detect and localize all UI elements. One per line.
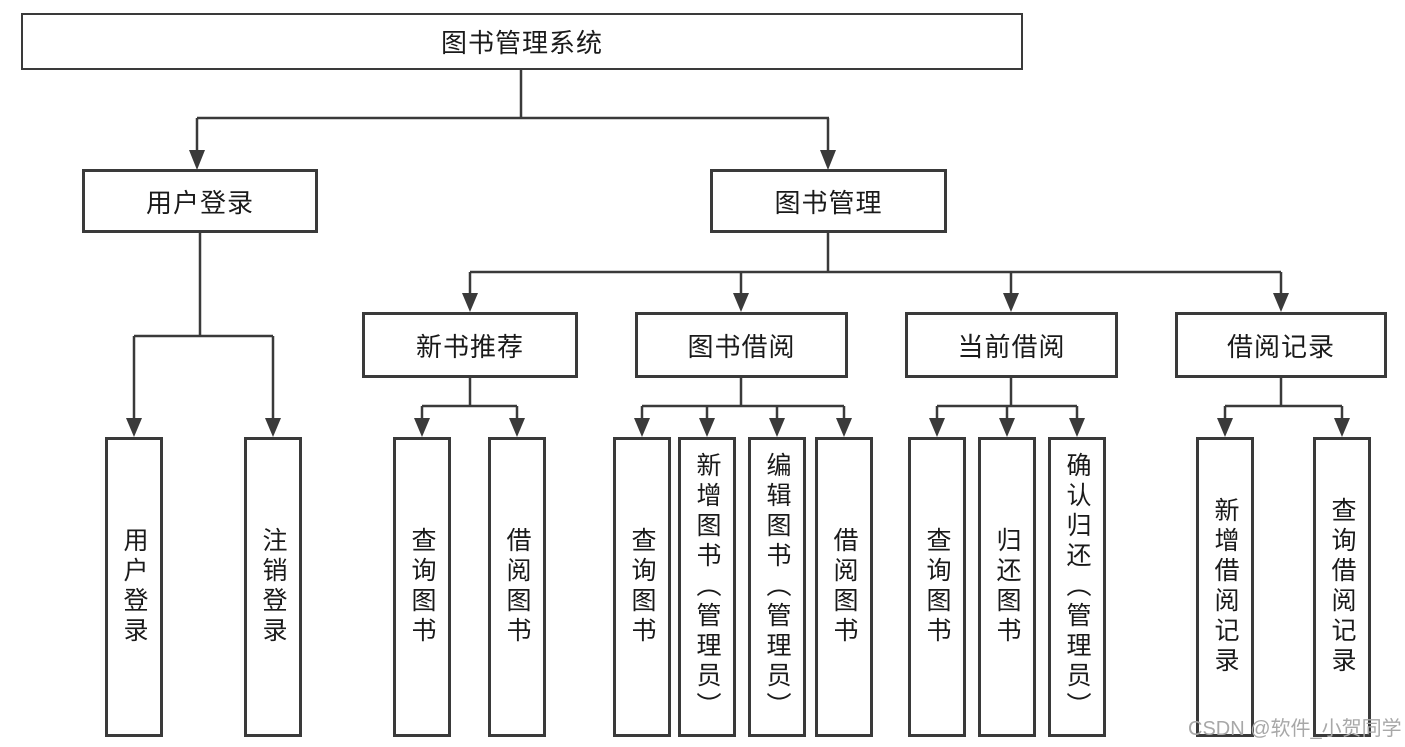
arrow-down-icon [414,418,430,437]
leaf-query-borrow-record: 查询借阅记录 [1313,437,1371,737]
arrow-down-icon [1003,293,1019,312]
leaf-borrow-books: 借阅图书 [815,437,873,737]
arrow-down-icon [929,418,945,437]
arrow-down-icon [836,418,852,437]
csdn-watermark: CSDN @软件_小贺同学 [1188,718,1402,740]
connector-current-borrow [929,378,1085,437]
leaf-label: 注销登录 [259,527,287,647]
leaf-edit-book-admin: 编辑图书（管理员） [748,437,806,737]
leaf-add-book-admin: 新增图书（管理员） [678,437,736,737]
connector-path [935,378,1079,420]
node-book-borrow: 图书借阅 [635,312,848,378]
connector-path [1223,378,1344,420]
node-book-management: 图书管理 [710,169,947,233]
node-user-login: 用户登录 [82,169,318,233]
node-library-system: 图书管理系统 [21,13,1023,70]
arrow-down-icon [820,150,836,170]
connector-user-login [126,233,281,437]
node-borrow-record: 借阅记录 [1175,312,1387,378]
arrow-down-icon [509,418,525,437]
leaf-return-books: 归还图书 [978,437,1036,737]
arrow-down-icon [769,418,785,437]
leaf-user-login: 用户登录 [105,437,163,737]
connector-new-book-recommend [414,378,525,437]
connector-path [640,378,846,420]
connector-book-borrow [634,378,852,437]
node-current-borrow: 当前借阅 [905,312,1118,378]
connector-path [132,233,275,420]
leaf-add-borrow-record: 新增借阅记录 [1196,437,1254,737]
arrow-down-icon [1334,418,1350,437]
arrow-down-icon [999,418,1015,437]
leaf-label: 查询借阅记录 [1328,497,1356,677]
leaf-label: 借阅图书 [503,527,531,647]
connector-root [189,70,836,170]
leaf-logout: 注销登录 [244,437,302,737]
arrow-down-icon [733,293,749,312]
arrow-down-icon [634,418,650,437]
connector-borrow-record [1217,378,1350,437]
leaf-label: 查询图书 [923,527,951,647]
leaf-label: 用户登录 [120,527,148,647]
leaf-query-books-recommend: 查询图书 [393,437,451,737]
arrow-down-icon [699,418,715,437]
arrow-down-icon [126,418,142,437]
arrow-down-icon [1069,418,1085,437]
arrow-down-icon [1273,293,1289,312]
leaf-label: 查询图书 [408,527,436,647]
leaf-label: 借阅图书 [830,527,858,647]
leaf-label: 确认归还（管理员） [1063,452,1091,722]
connector-path [468,233,1283,295]
leaf-query-books-borrow: 查询图书 [613,437,671,737]
arrow-down-icon [265,418,281,437]
arrow-down-icon [1217,418,1233,437]
leaf-label: 归还图书 [993,527,1021,647]
leaf-label: 查询图书 [628,527,656,647]
leaf-label: 新增借阅记录 [1211,497,1239,677]
connector-path [420,378,519,420]
leaf-label: 编辑图书（管理员） [763,452,791,722]
arrow-down-icon [189,150,205,170]
leaf-confirm-return-admin: 确认归还（管理员） [1048,437,1106,737]
leaf-query-books-current: 查询图书 [908,437,966,737]
arrow-down-icon [462,293,478,312]
leaf-borrow-books-recommend: 借阅图书 [488,437,546,737]
connector-path [195,70,830,152]
connector-book-management [462,233,1289,312]
node-new-book-recommend: 新书推荐 [362,312,578,378]
leaf-label: 新增图书（管理员） [693,452,721,722]
